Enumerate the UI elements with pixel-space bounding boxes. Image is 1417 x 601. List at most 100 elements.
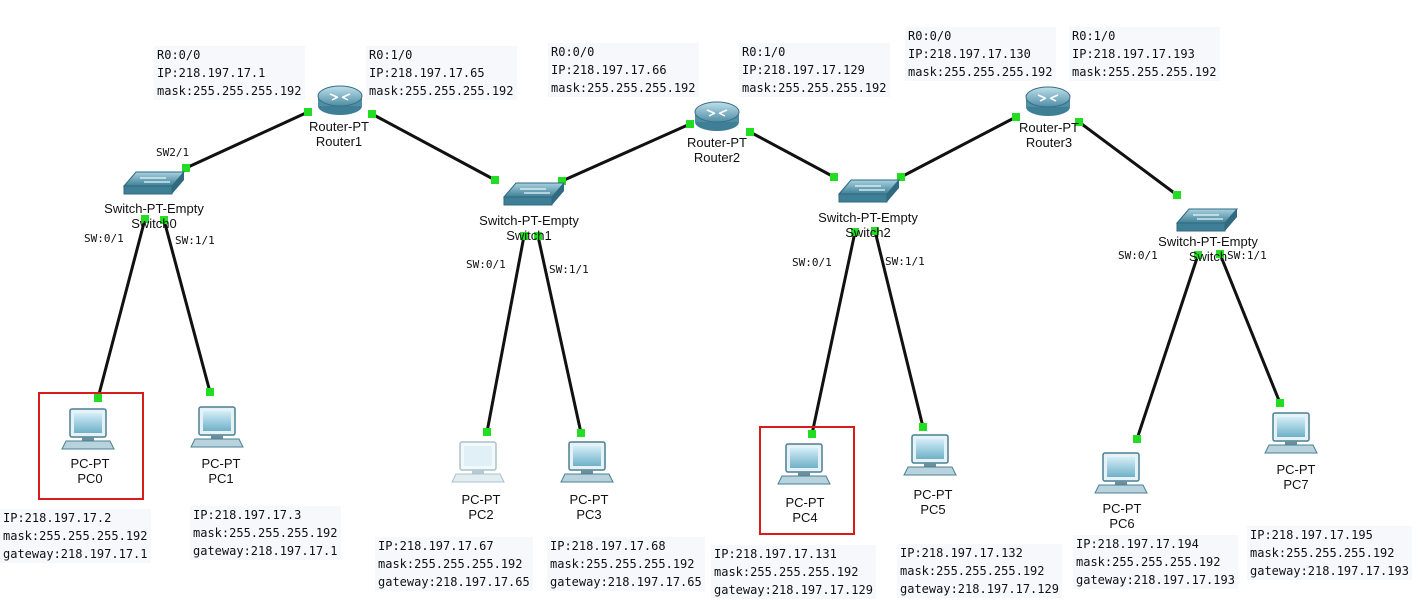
- port-label: SW:1/1: [549, 263, 589, 276]
- device-name: Router1: [315, 134, 363, 149]
- port-dot: [1075, 118, 1083, 126]
- pc0-label[interactable]: PC-PT PC0: [71, 456, 110, 486]
- port-dot: [1216, 250, 1224, 258]
- pc-mask: mask:255.255.255.192: [378, 557, 523, 571]
- device-type: PC-PT: [461, 492, 501, 507]
- device-name: Router3: [1025, 135, 1073, 150]
- pc5-label[interactable]: PC-PT PC5: [914, 487, 953, 517]
- if-mask: mask:255.255.255.192: [1072, 65, 1217, 79]
- link-switch1-router2[interactable]: [560, 122, 692, 183]
- port-dot: [1194, 251, 1202, 259]
- link-router1-switch1[interactable]: [370, 112, 497, 182]
- switch2-icon[interactable]: [838, 179, 900, 203]
- pc5-icon[interactable]: [903, 434, 957, 476]
- router2-icon[interactable]: [694, 101, 740, 132]
- link-switch3-pc7[interactable]: [1218, 252, 1282, 405]
- port-label: SW:1/1: [885, 255, 925, 268]
- pc2-icon[interactable]: [451, 441, 505, 483]
- switch0-icon[interactable]: [123, 171, 185, 195]
- if-mask: mask:255.255.255.192: [742, 81, 887, 95]
- highlight-box-pc4: [759, 426, 855, 535]
- if-ip: IP:218.197.17.65: [369, 66, 485, 80]
- device-type: PC-PT: [913, 487, 953, 502]
- pc2-label[interactable]: PC-PT PC2: [462, 492, 501, 522]
- pc7-address-note: IP:218.197.17.195 mask:255.255.255.192 g…: [1247, 526, 1412, 580]
- if-ip: IP:218.197.17.66: [551, 63, 667, 77]
- pc4-address-note: IP:218.197.17.131 mask:255.255.255.192 g…: [711, 545, 876, 599]
- router3-label[interactable]: Router-PT Router3: [1019, 120, 1079, 150]
- pc-mask: mask:255.255.255.192: [714, 565, 859, 579]
- link-switch0-router1[interactable]: [184, 110, 310, 170]
- device-name: Router2: [693, 150, 741, 165]
- switch1-label[interactable]: Switch-PT-Empty Switch1: [479, 213, 579, 243]
- if-port: R0:0/0: [551, 45, 595, 59]
- pc-ip: IP:218.197.17.68: [550, 539, 666, 553]
- pc-gateway: gateway:218.197.17.1: [3, 547, 148, 561]
- pc-gateway: gateway:218.197.17.129: [714, 583, 873, 597]
- link-switch3-pc6[interactable]: [1135, 253, 1200, 441]
- if-ip: IP:218.197.17.1: [157, 66, 266, 80]
- device-type: Switch-PT-Empty: [479, 213, 579, 228]
- router3-if0-note: R0:0/0 IP:218.197.17.130 mask:255.255.25…: [905, 27, 1056, 81]
- pc-mask: mask:255.255.255.192: [3, 529, 148, 543]
- port-dot: [304, 108, 312, 116]
- router1-label[interactable]: Router-PT Router1: [309, 119, 369, 149]
- pc-ip: IP:218.197.17.132: [900, 546, 1023, 560]
- pc-ip: IP:218.197.17.3: [193, 508, 302, 522]
- switch2-label[interactable]: Switch-PT-Empty Switch2: [818, 210, 918, 240]
- port-dot: [182, 164, 190, 172]
- pc-mask: mask:255.255.255.192: [900, 564, 1045, 578]
- router3-icon[interactable]: [1025, 86, 1071, 117]
- link-switch0-pc1[interactable]: [162, 218, 212, 394]
- link-switch1-pc2[interactable]: [485, 234, 526, 434]
- device-name: PC2: [468, 507, 494, 522]
- pc1-label[interactable]: PC-PT PC1: [202, 456, 241, 486]
- link-router3-switch3[interactable]: [1077, 120, 1179, 197]
- switch1-icon[interactable]: [503, 182, 565, 206]
- pc7-label[interactable]: PC-PT PC7: [1277, 462, 1316, 492]
- link-switch1-pc3[interactable]: [536, 234, 583, 435]
- port-dot: [206, 388, 214, 396]
- if-ip: IP:218.197.17.193: [1072, 47, 1195, 61]
- port-dot: [577, 429, 585, 437]
- switch3-label[interactable]: Switch-PT-Empty Switch: [1158, 234, 1258, 264]
- router1-icon[interactable]: [317, 85, 363, 116]
- link-router2-switch2[interactable]: [748, 130, 836, 179]
- router2-label[interactable]: Router-PT Router2: [687, 135, 747, 165]
- pc5-address-note: IP:218.197.17.132 mask:255.255.255.192 g…: [897, 544, 1062, 598]
- port-dot: [368, 110, 376, 118]
- pc6-label[interactable]: PC-PT PC6: [1103, 501, 1142, 531]
- device-type: Router-PT: [687, 135, 747, 150]
- port-dot: [686, 120, 694, 128]
- switch0-label[interactable]: Switch-PT-Empty Switch0: [104, 201, 204, 231]
- link-switch2-pc4[interactable]: [810, 230, 857, 436]
- pc3-icon[interactable]: [560, 441, 614, 483]
- pc1-icon[interactable]: [190, 406, 244, 448]
- pc1-address-note: IP:218.197.17.3 mask:255.255.255.192 gat…: [190, 506, 341, 560]
- device-name: PC1: [208, 471, 234, 486]
- pc4-label[interactable]: PC-PT PC4: [786, 495, 825, 525]
- pc7-icon[interactable]: [1264, 412, 1318, 454]
- device-type: PC-PT: [569, 492, 609, 507]
- pc3-label[interactable]: PC-PT PC3: [570, 492, 609, 522]
- switch3-icon[interactable]: [1176, 208, 1238, 232]
- port-dot: [520, 232, 528, 240]
- device-name: Switch: [1188, 249, 1228, 264]
- pc3-address-note: IP:218.197.17.68 mask:255.255.255.192 ga…: [547, 537, 705, 591]
- device-name: Switch0: [131, 216, 177, 231]
- router1-if1-note: R0:1/0 IP:218.197.17.65 mask:255.255.255…: [366, 46, 517, 100]
- link-switch2-pc5[interactable]: [873, 229, 925, 429]
- if-ip: IP:218.197.17.129: [742, 63, 865, 77]
- link-switch0-pc0[interactable]: [96, 217, 147, 400]
- port-label: SW:0/1: [1118, 249, 1158, 262]
- links: [96, 110, 1282, 441]
- device-name: PC4: [792, 510, 818, 525]
- pc-ip: IP:218.197.17.2: [3, 511, 112, 525]
- pc6-icon[interactable]: [1094, 452, 1148, 494]
- port-dot: [1276, 399, 1284, 407]
- device-name: Switch2: [845, 225, 891, 240]
- port-dot: [1173, 191, 1181, 199]
- pc-ip: IP:218.197.17.67: [378, 539, 494, 553]
- link-switch2-router3[interactable]: [899, 115, 1018, 179]
- port-dot: [1012, 113, 1020, 121]
